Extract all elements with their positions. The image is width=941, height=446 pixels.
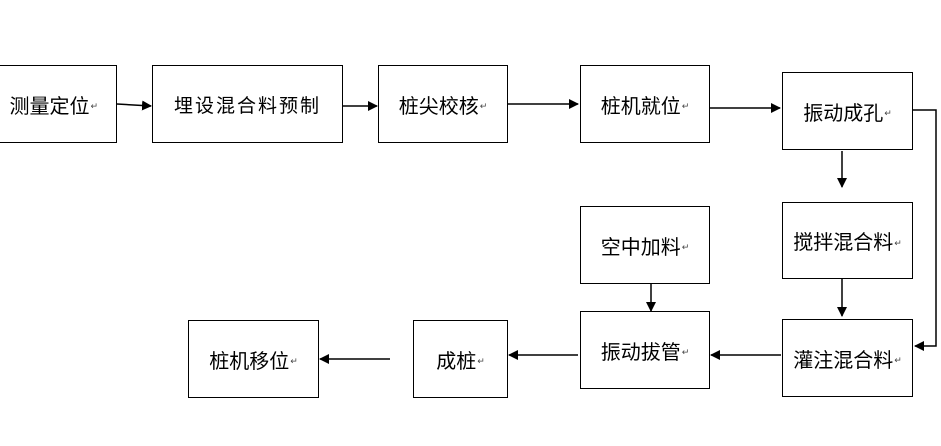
node-vibro-pull-label: 振动拔管 <box>600 339 681 364</box>
node-vibro-pull: 振动拔管↵ <box>580 311 710 389</box>
edge-vibrohole-pour <box>913 109 937 351</box>
paragraph-mark-icon: ↵ <box>894 238 902 249</box>
node-rig-move: 桩机移位↵ <box>188 320 319 398</box>
paragraph-mark-icon: ↵ <box>681 348 690 358</box>
paragraph-mark-icon: ↵ <box>477 357 485 367</box>
node-mix-material-label: 搅拌混合料 <box>793 230 894 254</box>
paragraph-mark-icon: ↵ <box>894 356 902 366</box>
paragraph-mark-icon: ↵ <box>290 357 298 367</box>
node-pour-material: 灌注混合料↵ <box>782 319 913 397</box>
edge-survey-embed <box>116 100 152 111</box>
node-embed-label: 埋设混合料预制 <box>173 94 321 117</box>
paragraph-mark-icon: ↵ <box>479 102 488 112</box>
paragraph-mark-icon: ↵ <box>90 102 98 112</box>
paragraph-mark-icon: ↵ <box>884 109 892 119</box>
node-embed: 埋设混合料预制 <box>152 65 343 143</box>
node-survey: 测量定位↵ <box>0 65 117 143</box>
node-survey-label: 测量定位 <box>9 93 90 118</box>
paragraph-mark-icon: ↵ <box>681 243 690 253</box>
node-pile-formed: 成桩↵ <box>413 320 508 398</box>
node-rig-position-label: 桩机就位 <box>600 93 681 118</box>
node-vibro-hole-label: 振动成孔 <box>803 100 884 125</box>
node-tip-check: 桩尖校核↵ <box>378 65 508 143</box>
node-vibro-hole: 振动成孔↵ <box>782 72 913 150</box>
node-rig-move-label: 桩机移位 <box>209 348 290 373</box>
node-mix-material: 搅拌混合料↵ <box>782 202 913 279</box>
paragraph-mark-icon: ↵ <box>681 102 690 112</box>
node-pour-material-label: 灌注混合料 <box>793 347 894 372</box>
node-rig-position: 桩机就位↵ <box>580 65 710 143</box>
node-pile-formed-label: 成桩 <box>436 348 477 373</box>
node-air-feed-label: 空中加料 <box>600 234 681 259</box>
node-air-feed: 空中加料↵ <box>580 206 710 284</box>
node-tip-check-label: 桩尖校核 <box>398 93 479 118</box>
